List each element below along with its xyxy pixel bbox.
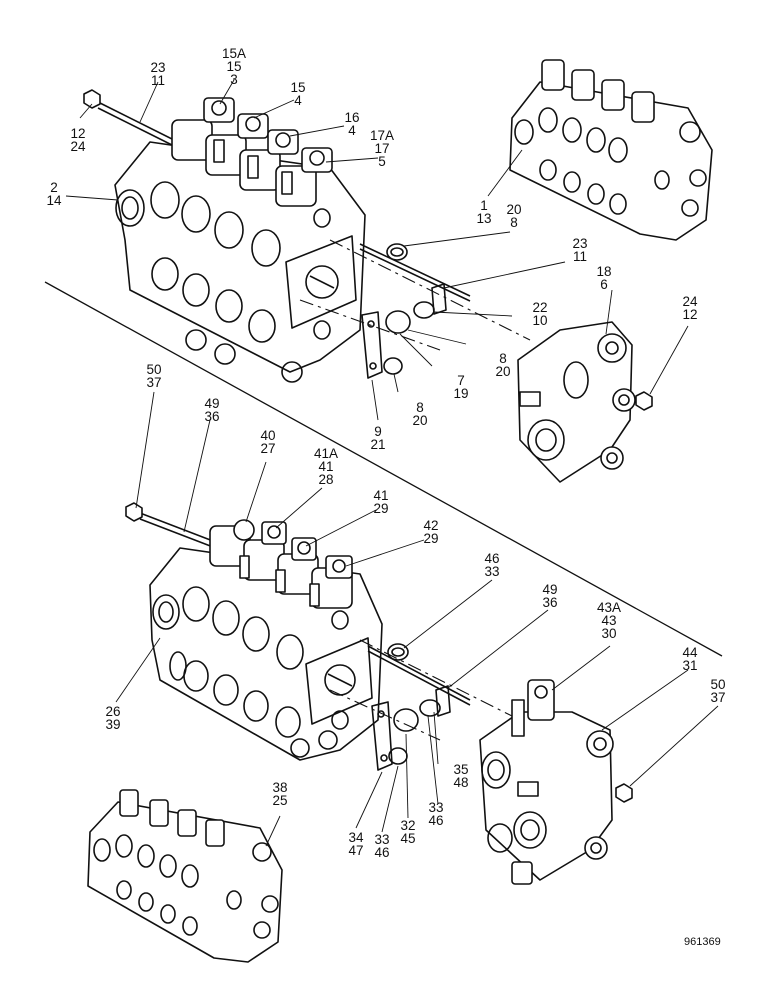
lower-end-cover (479, 679, 633, 885)
lower-seals (371, 643, 441, 771)
section-divider-line (44, 281, 723, 657)
lower-valve-assembly (87, 502, 633, 963)
lower-valve-body (149, 519, 383, 761)
figure-number: 961369 (684, 936, 721, 948)
upper-ports (115, 181, 331, 383)
upper-short-tie-rod (359, 243, 471, 315)
upper-assembled-valve-inset (509, 59, 713, 241)
upper-seals (361, 243, 435, 379)
lower-short-tie-rod (367, 645, 471, 717)
leader-lines (65, 79, 719, 847)
upper-end-cover (517, 321, 653, 483)
upper-valve-assembly (83, 59, 713, 483)
lower-assembled-valve-inset (87, 789, 283, 963)
lower-assembly-axis (359, 639, 541, 731)
upper-assembly-axis (329, 239, 531, 341)
upper-spool-bosses (171, 97, 333, 207)
upper-valve-body (114, 97, 366, 383)
